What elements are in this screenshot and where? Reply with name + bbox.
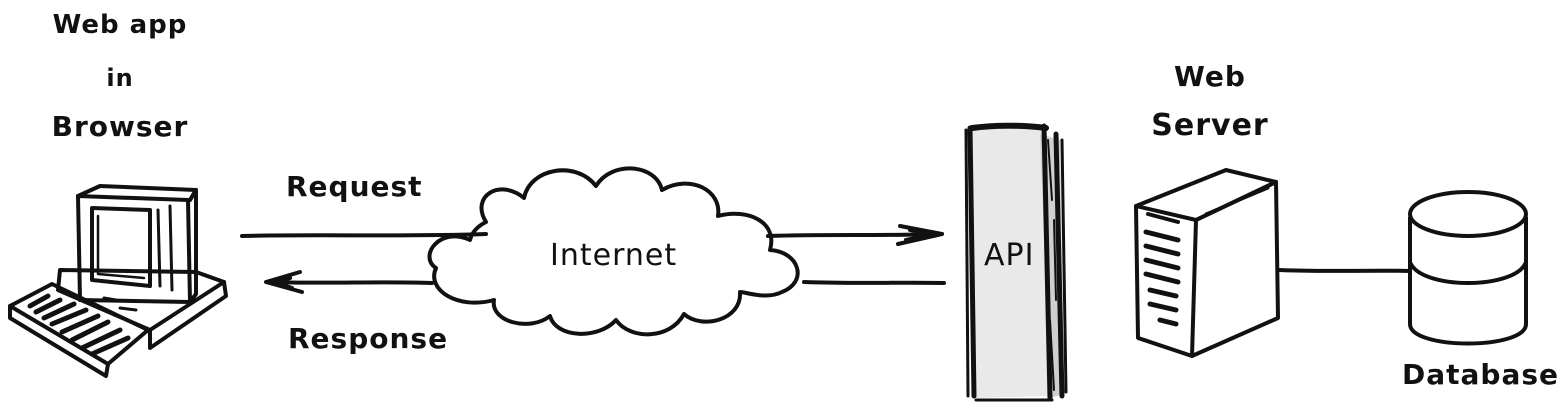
response-line-left <box>266 280 434 285</box>
server-label-line2: Server <box>1151 108 1269 143</box>
request-line-right <box>766 232 944 238</box>
server-database-link <box>1278 268 1412 273</box>
api-gateway-column <box>964 122 1068 402</box>
internet-cloud <box>427 166 800 337</box>
request-arrowhead <box>896 224 944 246</box>
internet-label: Internet <box>550 238 678 273</box>
server-tower-icon <box>1134 168 1280 358</box>
browser-label-line3: Browser <box>51 110 189 143</box>
browser-label-line2: in <box>106 64 134 92</box>
database-label: Database <box>1402 358 1560 391</box>
response-arrowhead <box>264 270 304 294</box>
browser-label-line1: Web app <box>52 10 188 40</box>
request-label: Request <box>286 170 423 203</box>
response-line-right <box>802 280 946 285</box>
api-label: API <box>984 238 1035 273</box>
server-label-line1: Web <box>1174 60 1246 93</box>
response-label: Response <box>288 322 449 355</box>
database-icon <box>1408 190 1528 346</box>
computer-icon <box>8 184 228 378</box>
